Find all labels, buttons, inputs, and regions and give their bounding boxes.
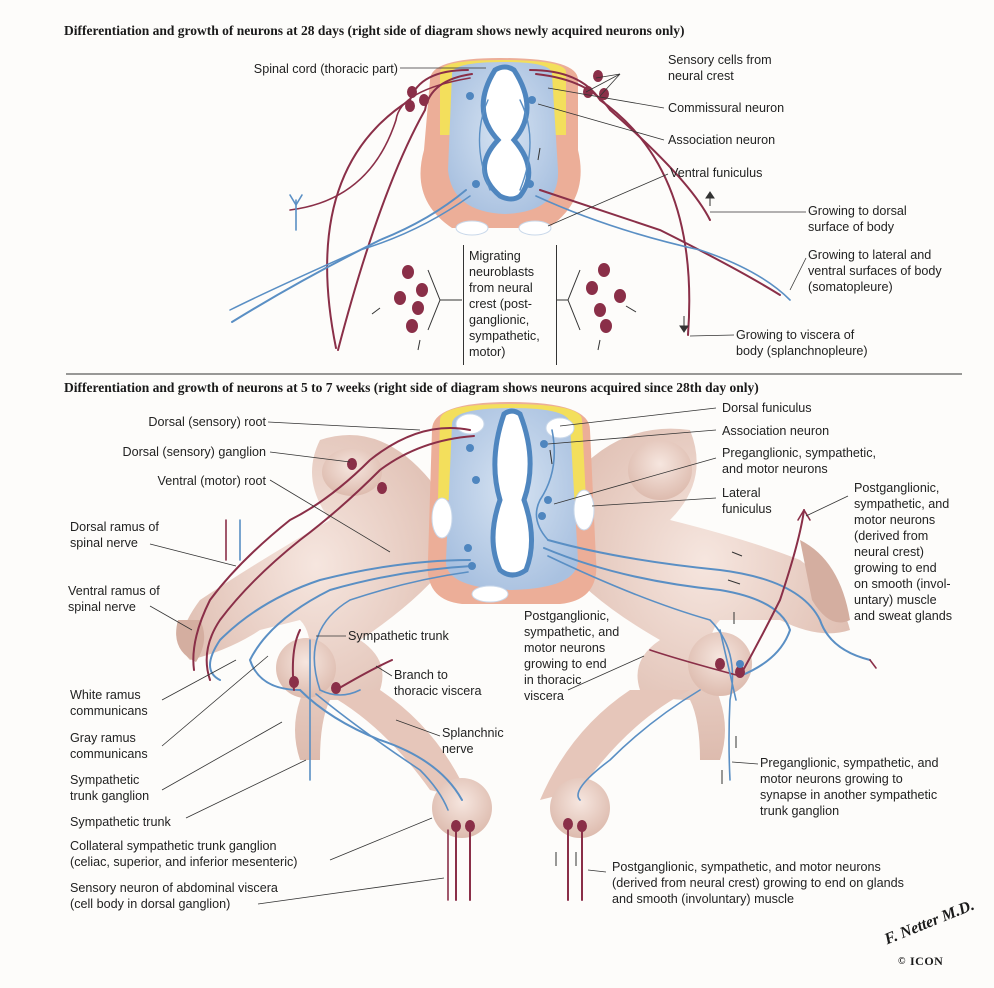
spinal-cord-28-days xyxy=(420,58,581,236)
label-growing-viscera: Growing to viscera of body (splanchnople… xyxy=(736,328,868,358)
label-growing-lateral-ventral: Growing to lateral and ventral surfaces … xyxy=(808,248,942,294)
label-growing-dorsal: Growing to dorsal surface of body xyxy=(808,204,907,234)
section2-title: Differentiation and growth of neurons at… xyxy=(64,380,759,395)
label-collateral-ganglion: Collateral sympathetic trunk ganglion (c… xyxy=(70,839,298,869)
label-postganglionic-glands: Postganglionic, sympathetic, and motor n… xyxy=(612,860,904,906)
leader-lines-section2 xyxy=(149,407,849,905)
neuron-cell-bodies-5-7-weeks xyxy=(289,458,745,832)
label-branch-thoracic: Branch to thoracic viscera xyxy=(394,668,482,698)
leader-lines-section1 xyxy=(400,67,807,337)
neuron-cell-bodies-28-days-blue xyxy=(466,92,536,188)
label-ventral-root: Ventral (motor) root xyxy=(157,474,267,488)
label-sensory-abdominal: Sensory neuron of abdominal viscera (cel… xyxy=(70,881,278,911)
migrating-box xyxy=(463,245,557,365)
section1-title: Differentiation and growth of neurons at… xyxy=(64,23,685,38)
label-dorsal-ganglion: Dorsal (sensory) ganglion xyxy=(122,445,267,459)
label-dorsal-funiculus: Dorsal funiculus xyxy=(722,401,812,415)
neuron-cell-bodies-28-days xyxy=(394,70,626,333)
label-preganglionic: Preganglionic, sympathetic, and motor ne… xyxy=(722,446,877,476)
label-sensory-cells: Sensory cells from neural crest xyxy=(668,53,772,83)
label-postganglionic-smooth: Postganglionic, sympathetic, and motor n… xyxy=(854,481,953,623)
neurons-5-7-weeks xyxy=(192,427,877,901)
label-dorsal-ramus: Dorsal ramus of spinal nerve xyxy=(70,520,159,550)
label-white-ramus: White ramus communicans xyxy=(70,688,148,718)
label-spinal-cord: Spinal cord (thoracic part) xyxy=(253,62,398,76)
label-commissural-neuron: Commissural neuron xyxy=(668,101,785,115)
label-ventral-ramus: Ventral ramus of spinal nerve xyxy=(68,584,160,614)
copyright-mark: © xyxy=(898,956,906,967)
label-splanchnic-nerve: Splanchnic nerve xyxy=(442,726,504,756)
label-sympathetic-trunk-left: Sympathetic trunk xyxy=(70,815,171,829)
neuron-cell-bodies-5-7-weeks-blue xyxy=(464,440,744,668)
neurons-28-days xyxy=(229,69,791,351)
label-sympathetic-trunk-ganglion: Sympathetic trunk ganglion xyxy=(70,773,150,803)
label-postganglionic-thoracic: Postganglionic, sympathetic, and motor n… xyxy=(524,609,620,703)
migration-brackets xyxy=(371,269,637,351)
label-association-neuron: Association neuron xyxy=(668,133,776,147)
label-sympathetic-trunk-top: Sympathetic trunk xyxy=(348,629,449,643)
label-association-neuron-2: Association neuron xyxy=(722,424,830,438)
label-gray-ramus: Gray ramus communicans xyxy=(70,731,148,761)
label-ventral-funiculus: Ventral funiculus xyxy=(670,166,763,180)
label-preganglionic-synapse: Preganglionic, sympathetic, and motor ne… xyxy=(760,756,939,818)
label-lateral-funiculus: Lateral funiculus xyxy=(722,486,772,516)
growth-arrows xyxy=(537,147,743,866)
icon-logo: ICON xyxy=(910,954,944,968)
label-dorsal-root: Dorsal (sensory) root xyxy=(148,415,266,429)
label-migrating-neuroblasts: Migrating neuroblasts from neural crest … xyxy=(469,249,540,359)
